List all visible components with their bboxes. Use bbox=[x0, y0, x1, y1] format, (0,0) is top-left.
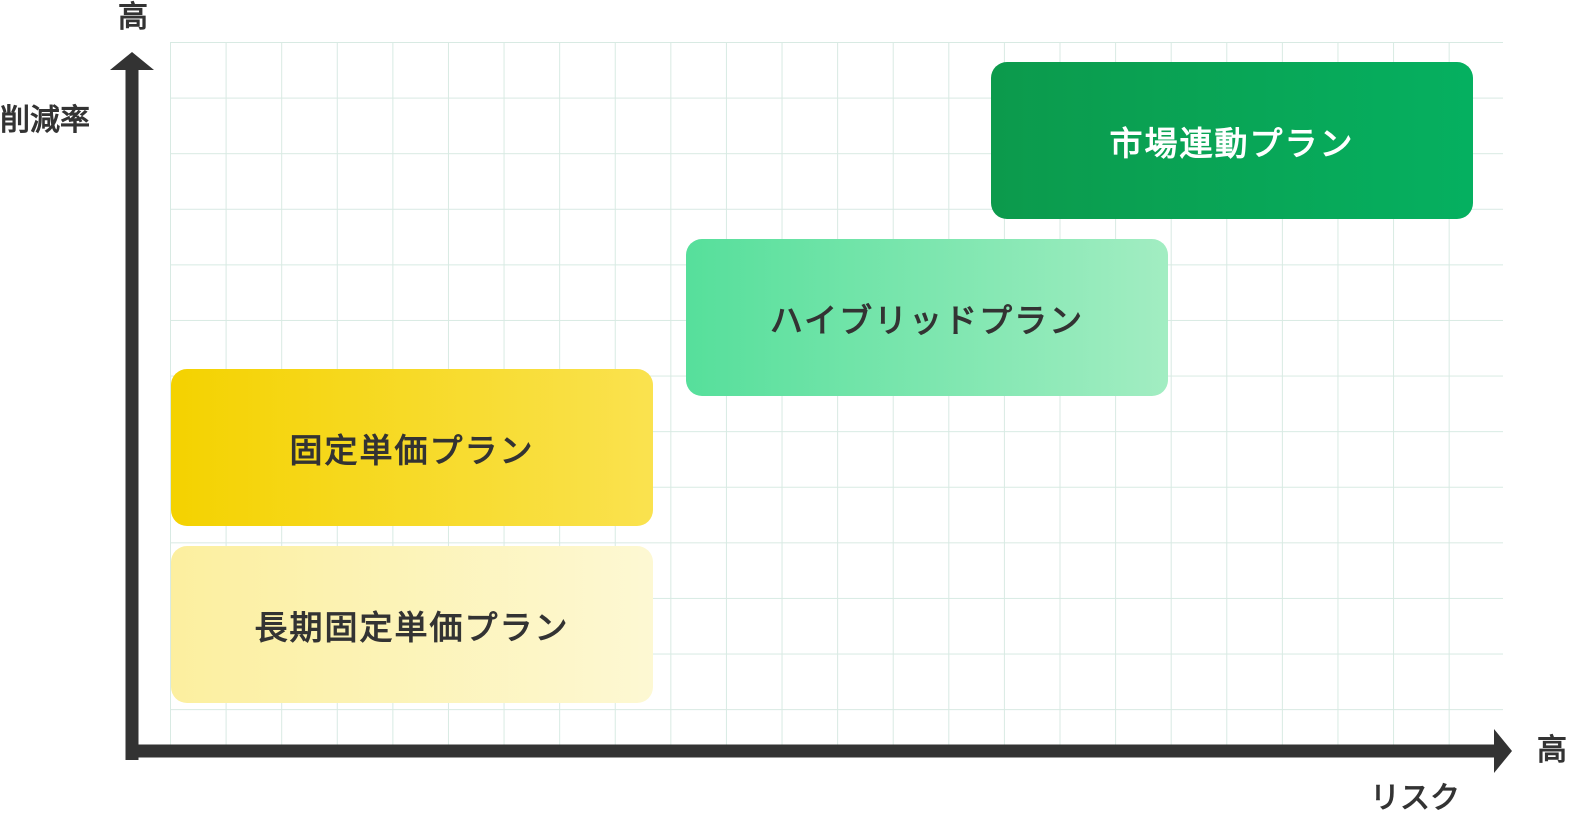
y-axis-high-label: 高 bbox=[118, 0, 148, 35]
plan-box-market-linked: 市場連動プラン bbox=[991, 62, 1473, 219]
y-axis-label: 削減率 bbox=[0, 103, 90, 138]
y-axis-arrow bbox=[110, 52, 154, 70]
plan-label: ハイブリッドプラン bbox=[769, 300, 1085, 340]
x-axis-label: リスク bbox=[1370, 781, 1460, 816]
plan-box-long-term-fixed-rate: 長期固定単価プラン bbox=[171, 546, 653, 703]
plan-label: 市場連動プラン bbox=[1109, 123, 1355, 163]
plan-box-hybrid: ハイブリッドプラン bbox=[686, 239, 1168, 396]
plan-label: 長期固定単価プラン bbox=[254, 607, 570, 647]
plan-label: 固定単価プラン bbox=[289, 430, 535, 470]
x-axis-arrow bbox=[1494, 729, 1512, 773]
x-axis-high-label: 高 bbox=[1537, 733, 1567, 768]
plan-box-fixed-rate: 固定単価プラン bbox=[171, 369, 653, 526]
